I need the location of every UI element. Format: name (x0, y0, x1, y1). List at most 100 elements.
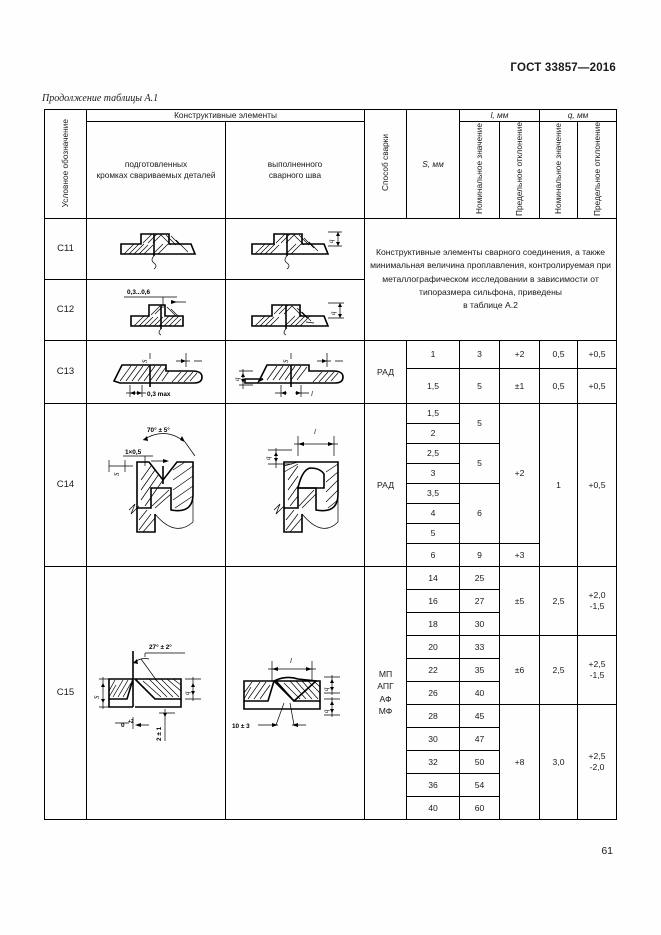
label-angle-c15: 27° ± 2° (149, 643, 172, 651)
label-l-c14: l (314, 429, 316, 436)
header-thickness: S, мм (406, 109, 461, 219)
c15-s-2-2: 32 (406, 749, 461, 774)
header-q-nominal: Номинальное значение (553, 123, 564, 215)
label-q-c13: q (234, 377, 241, 381)
header-q-mm: q, мм (539, 109, 618, 122)
label-gap-c12: 0,3...0,6 (127, 289, 151, 296)
c13-qnom-1: 0,5 (539, 367, 579, 404)
label-gap-sup-c15: +2 (128, 719, 134, 725)
c15-s-0-1: 16 (406, 588, 461, 613)
c14-ldev-1: +3 (499, 542, 541, 567)
c15-qdev-2: +2,5 -2,0 (577, 703, 618, 820)
header-completed-weld: выполненного сварного шва (224, 120, 366, 219)
c14-s-0: 1,5 (406, 402, 461, 424)
welding-method-c15: МП АПГ АФ МФ (364, 565, 408, 820)
weld-diagram-c11-left (120, 232, 197, 270)
c14-qdev: +0,5 (577, 402, 618, 567)
welding-method-c13: РАД (364, 339, 408, 404)
table-row-c15-5: 26 40 (45, 680, 617, 705)
c15-qnom-0: 2,5 (539, 565, 579, 636)
label-q-lower-c15: q (323, 709, 330, 713)
drawing-c12-weld: q (224, 278, 366, 341)
drawing-c14-prepared: 70° ± 5° 1×0,5 S (86, 402, 226, 567)
drawing-c12-prepared: 0,3...0,6 (86, 278, 226, 341)
c14-l-1: 5 (459, 442, 501, 484)
c15-l-2-2: 50 (459, 749, 501, 774)
table-row-c15-10: 40 60 (45, 795, 617, 820)
weld-diagram-c14-right: l q (265, 429, 339, 533)
label-s-c15: S (94, 695, 101, 699)
label-l-c13: l (311, 391, 313, 398)
c13-lnom-1: 5 (459, 367, 501, 404)
row-symbol-c13: C13 (44, 339, 87, 404)
c14-s-7: 6 (406, 542, 461, 567)
label-q-c15: q (184, 691, 191, 695)
drawing-c11-weld: q (224, 217, 366, 280)
c15-s-1-0: 20 (406, 634, 461, 659)
table-row-c13: C13 S 0,3 max (44, 339, 618, 404)
table-row-c12: C12 0,3...0,6 (44, 278, 617, 341)
table-row-c15-1: 16 27 (45, 588, 617, 613)
drawing-c11-prepared (86, 217, 226, 280)
header-symbol: Условное обозначение (60, 118, 71, 208)
c13-ldev-1: ±1 (499, 367, 541, 404)
table-row-c14-1: 2 (45, 422, 617, 444)
label-gap-c15: 0 (121, 722, 125, 729)
label-l-c15r: l (290, 658, 292, 665)
row-symbol-c12: C12 (44, 278, 87, 341)
drawing-c13-weld: S q l (224, 339, 366, 404)
c15-l-2-0: 45 (459, 703, 501, 728)
label-q-c14: q (265, 456, 272, 460)
c14-s-1: 2 (406, 422, 461, 444)
table-row-c14: C14 70° ± 5° 1×0,5 (44, 402, 618, 567)
weld-diagram-c15-left: 27° ± 2° S (94, 643, 201, 741)
page-number: 61 (601, 845, 613, 857)
c15-l-1-1: 35 (459, 657, 501, 682)
c13-s-0: 1 (406, 339, 461, 369)
row-symbol-c14: C14 (44, 402, 87, 567)
weld-diagram-c11-right: q (251, 231, 342, 270)
table-row-c15-9: 36 54 (45, 772, 617, 797)
header-welding-method: Способ сварки (380, 134, 391, 192)
c15-s-2-0: 28 (406, 703, 461, 728)
c15-qdev-0: +2,0 -1,5 (577, 565, 618, 636)
table-row-c15: C15 27° ± 2° (44, 565, 618, 820)
label-depth-c15: 2 ± 1 (156, 726, 163, 741)
c15-s-1-1: 22 (406, 657, 461, 682)
label-q-c12: q (330, 311, 337, 315)
table-row-c14-7: 6 9 +3 (45, 542, 617, 567)
weld-diagram-c12-left: 0,3...0,6 (124, 289, 186, 336)
c15-ldev-0: ±5 (499, 565, 541, 636)
c15-l-2-3: 54 (459, 772, 501, 797)
weld-diagram-c15-right: l q q 10 ± 3 (232, 658, 340, 730)
c13-qdev-1: +0,5 (577, 367, 618, 404)
table-row-c14-2: 2,5 5 (45, 442, 617, 484)
drawing-c15-weld: l q q 10 ± 3 (224, 565, 366, 820)
note-cell: Конструктивные элементы сварного соедине… (364, 217, 618, 341)
c15-l-0-0: 25 (459, 565, 501, 590)
c14-ldev-0: +2 (499, 402, 541, 544)
c15-l-0-1: 27 (459, 588, 501, 613)
label-s-c13: S (142, 359, 149, 363)
c15-s-2-4: 40 (406, 795, 461, 820)
c15-l-1-2: 40 (459, 680, 501, 705)
table-row-c15-2: 18 30 (45, 611, 617, 636)
header-l-nominal: Номинальное значение (474, 123, 485, 215)
table-row-c15-8: 32 50 (45, 749, 617, 774)
weld-joints-table: Условное обозначение Конструктивные элем… (44, 109, 618, 820)
c15-s-2-1: 30 (406, 726, 461, 751)
c15-ldev-1: ±6 (499, 634, 541, 705)
label-s-c14: S (114, 472, 121, 476)
table-header-row-1: Условное обозначение Конструктивные элем… (44, 109, 618, 219)
header-l-deviation: Предельное отклонение (514, 121, 525, 216)
weld-diagram-c13-right: S q l (234, 352, 344, 398)
drawing-c15-prepared: 27° ± 2° S (86, 565, 226, 820)
c14-s-4: 3,5 (406, 482, 461, 504)
c15-s-0-0: 14 (406, 565, 461, 590)
c15-ldev-2: +8 (499, 703, 541, 820)
c13-qnom-0: 0,5 (539, 339, 579, 369)
drawing-c14-weld: l q (224, 402, 366, 567)
label-width-c15: 10 ± 3 (232, 723, 250, 730)
c14-qnom: 1 (539, 402, 579, 567)
